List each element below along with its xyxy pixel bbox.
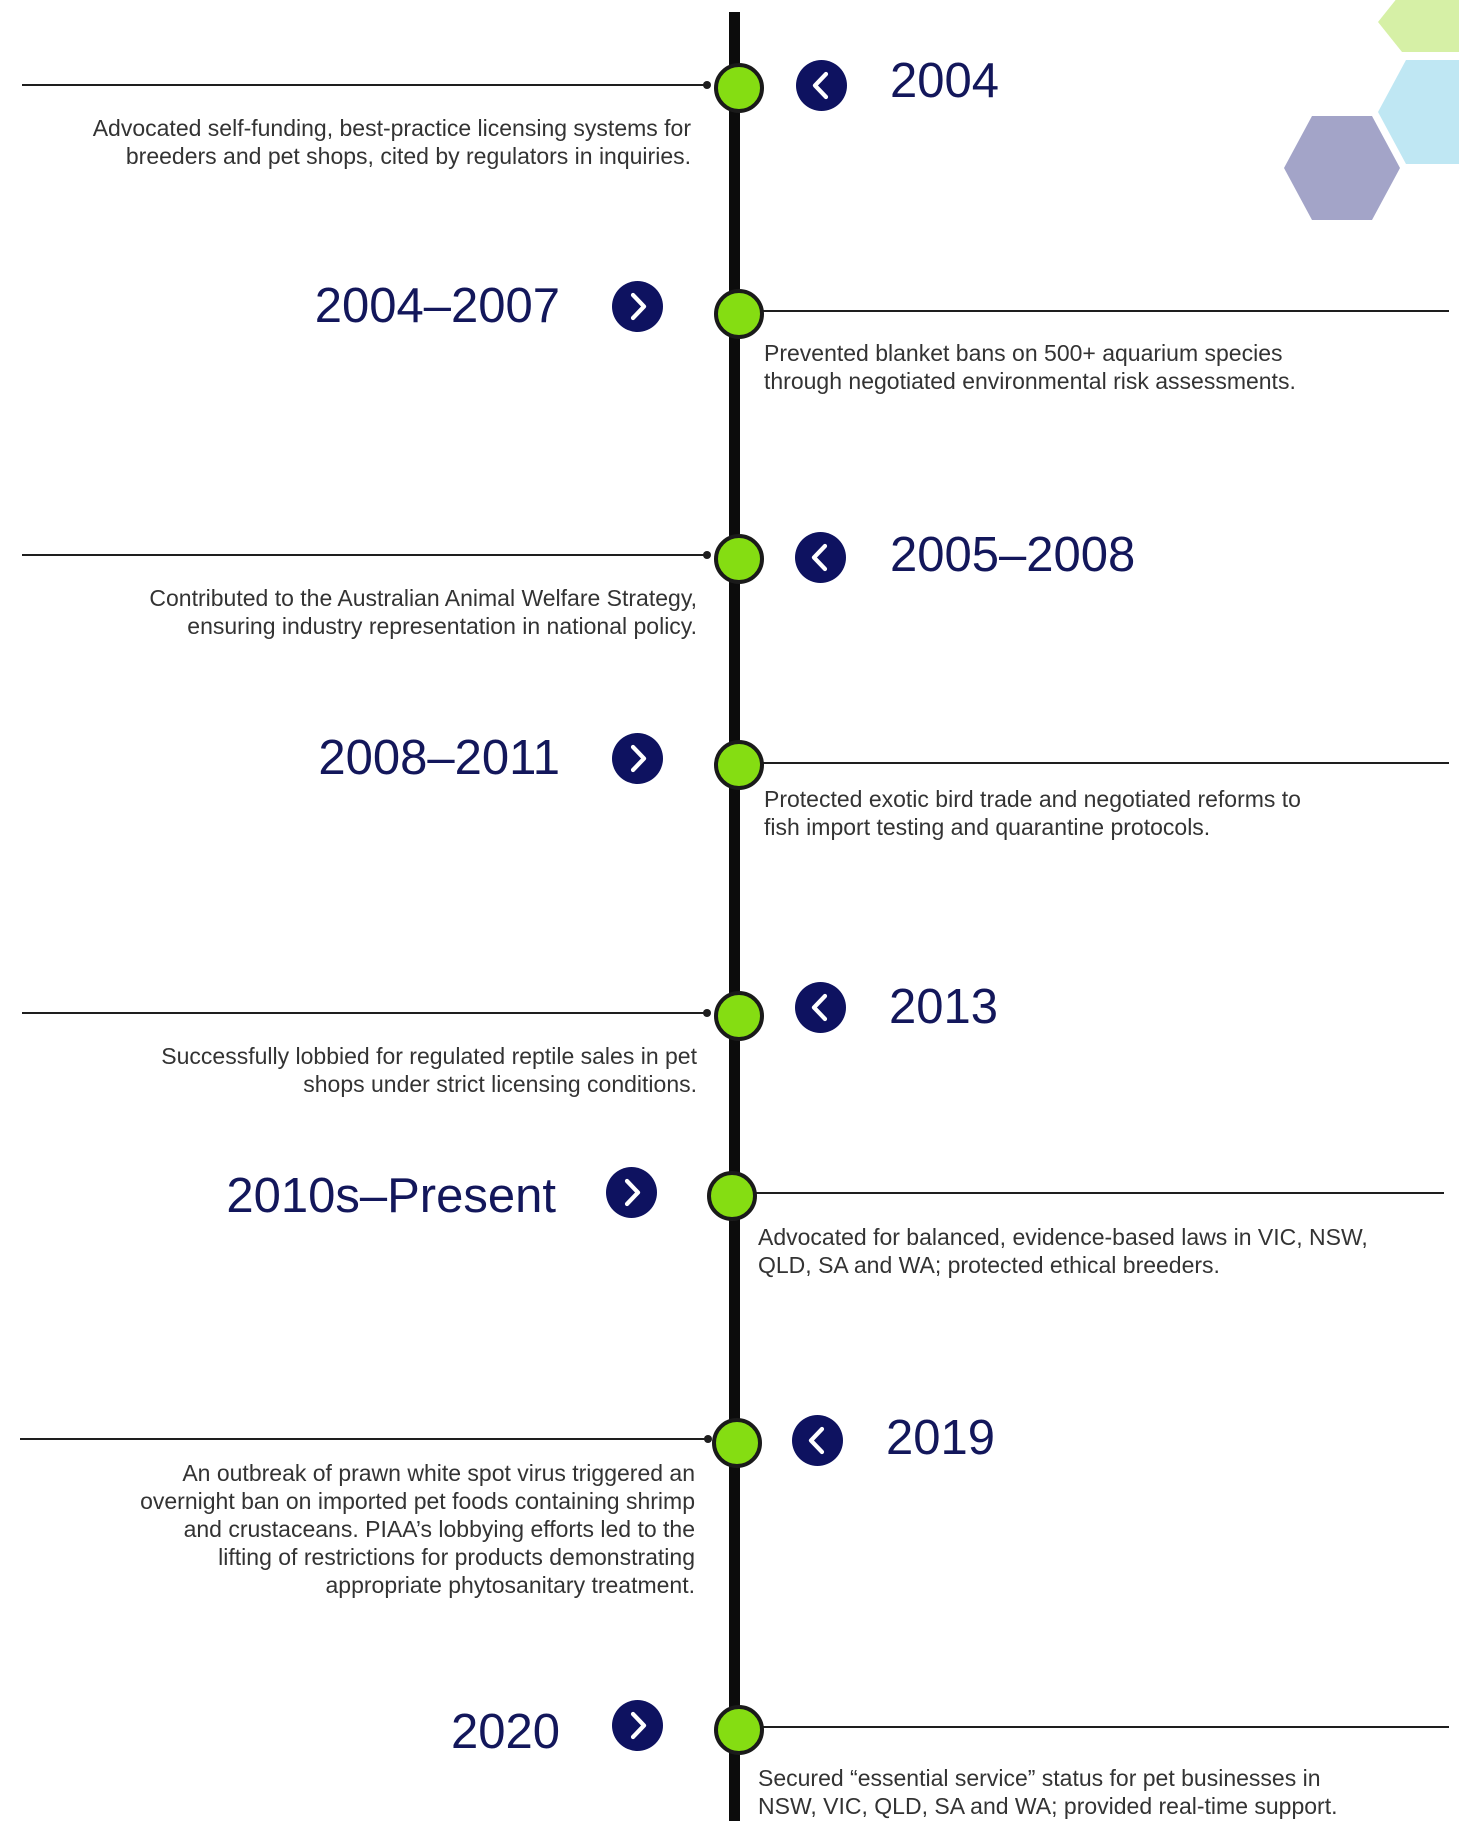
event-connector-line [730, 307, 1449, 315]
event-description: Advocated self-funding, best-practice li… [92, 115, 691, 169]
timeline-node [714, 63, 764, 113]
timeline-node [712, 1418, 762, 1468]
event-description: Protected exotic bird trade and negotiat… [764, 786, 1301, 840]
chevron-right-icon [612, 281, 663, 332]
event-connector-line [730, 1723, 1449, 1731]
timeline-node [714, 289, 764, 339]
timeline-node [714, 534, 764, 584]
event-year: 2008–2011 [318, 731, 560, 785]
event-year: 2020 [450, 1705, 560, 1759]
event-connector-line [723, 1189, 1444, 1197]
timeline-node [714, 1705, 764, 1755]
chevron-left-icon [792, 1415, 843, 1466]
event-connector-line [22, 551, 711, 559]
event-year: 2005–2008 [890, 528, 1136, 582]
chevron-left-icon [796, 60, 847, 111]
event-connector-line [730, 759, 1449, 767]
event-year: 2004–2007 [314, 279, 560, 333]
event-year: 2004 [890, 54, 1000, 108]
event-description: Successfully lobbied for regulated repti… [161, 1043, 697, 1097]
timeline-node [714, 740, 764, 790]
chevron-right-icon [606, 1167, 657, 1218]
chevron-left-icon [795, 532, 846, 583]
chevron-left-icon [795, 982, 846, 1033]
hexagon-sky-decoration [1378, 60, 1459, 164]
timeline-node [714, 991, 764, 1041]
event-description: Secured “essential service” status for p… [758, 1765, 1338, 1819]
event-year: 2010s–Present [226, 1169, 556, 1223]
event-connector-line [22, 1009, 711, 1017]
event-description: Prevented blanket bans on 500+ aquarium … [764, 340, 1296, 394]
event-description: An outbreak of prawn white spot virus tr… [140, 1460, 695, 1598]
event-connector-line [22, 81, 711, 89]
hexagon-lavender-decoration [1284, 116, 1400, 220]
chevron-right-icon [612, 733, 663, 784]
timeline-node [707, 1171, 757, 1221]
event-connector-line [20, 1435, 712, 1443]
timeline-spine [729, 12, 740, 1821]
hexagon-lime-decoration [1378, 0, 1459, 52]
event-year: 2013 [889, 980, 999, 1034]
event-description: Contributed to the Australian Animal Wel… [149, 585, 697, 639]
event-description: Advocated for balanced, evidence-based l… [758, 1224, 1368, 1278]
chevron-right-icon [612, 1700, 663, 1751]
event-year: 2019 [886, 1411, 996, 1465]
